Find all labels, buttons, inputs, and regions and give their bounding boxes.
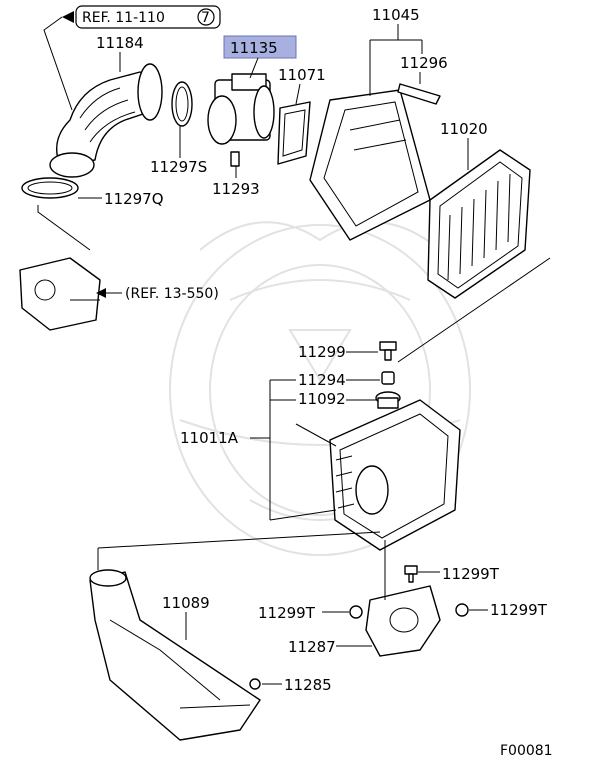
label-11294[interactable]: 11294 [298, 371, 346, 389]
bolt-11299t-b [349, 605, 363, 619]
label-11011a[interactable]: 11011A [180, 429, 239, 447]
screw-11285 [249, 678, 261, 690]
label-11092[interactable]: 11092 [298, 390, 346, 408]
ref-mid-text[interactable]: (REF. 13-550) [125, 286, 219, 302]
label-11020[interactable]: 11020 [440, 120, 488, 138]
collar-11294 [381, 371, 395, 385]
label-11297q[interactable]: 11297Q [104, 190, 164, 208]
ref-top-circle-number: 7 [201, 10, 210, 26]
air-cleaner-body-11011a [329, 399, 461, 551]
air-duct-11089 [89, 569, 261, 741]
label-11299t-a[interactable]: 11299T [442, 565, 500, 583]
ref-top-text: REF. 11-110 [82, 10, 165, 26]
label-11299[interactable]: 11299 [298, 343, 346, 361]
clamp-11297s [171, 81, 193, 127]
label-11135[interactable]: 11135 [230, 39, 278, 57]
bolt-11299t-c [455, 603, 469, 617]
ref-callout-top[interactable]: REF. 11-110 7 [43, 5, 221, 111]
grommet-11092 [375, 391, 401, 409]
label-11299t-c[interactable]: 11299T [490, 601, 548, 619]
label-11285[interactable]: 11285 [284, 676, 332, 694]
clamp-11297q [21, 177, 79, 199]
label-11299t-b[interactable]: 11299T [258, 604, 316, 622]
label-11071[interactable]: 11071 [278, 66, 326, 84]
air-filter-11020 [427, 149, 531, 299]
label-11045[interactable]: 11045 [372, 6, 420, 24]
gasket-11071 [277, 101, 311, 165]
screw-11293 [230, 151, 240, 167]
clip-11296 [397, 83, 441, 105]
figure-code: F00081 [500, 743, 553, 759]
air-cleaner-cover-11045 [309, 89, 431, 241]
bracket-11287 [365, 585, 441, 657]
bolt-11299t-a [404, 565, 418, 583]
label-11287[interactable]: 11287 [288, 638, 336, 656]
label-11184[interactable]: 11184 [96, 34, 144, 52]
intake-hose-11184 [49, 63, 163, 178]
label-11296[interactable]: 11296 [400, 54, 448, 72]
airflow-sensor-11135 [207, 73, 275, 145]
label-11293[interactable]: 11293 [212, 180, 260, 198]
throttle-body-ref [19, 257, 101, 331]
highlight-11135 [223, 35, 297, 59]
label-11089[interactable]: 11089 [162, 594, 210, 612]
label-11297s[interactable]: 11297S [150, 158, 207, 176]
bolt-11299 [379, 341, 397, 361]
